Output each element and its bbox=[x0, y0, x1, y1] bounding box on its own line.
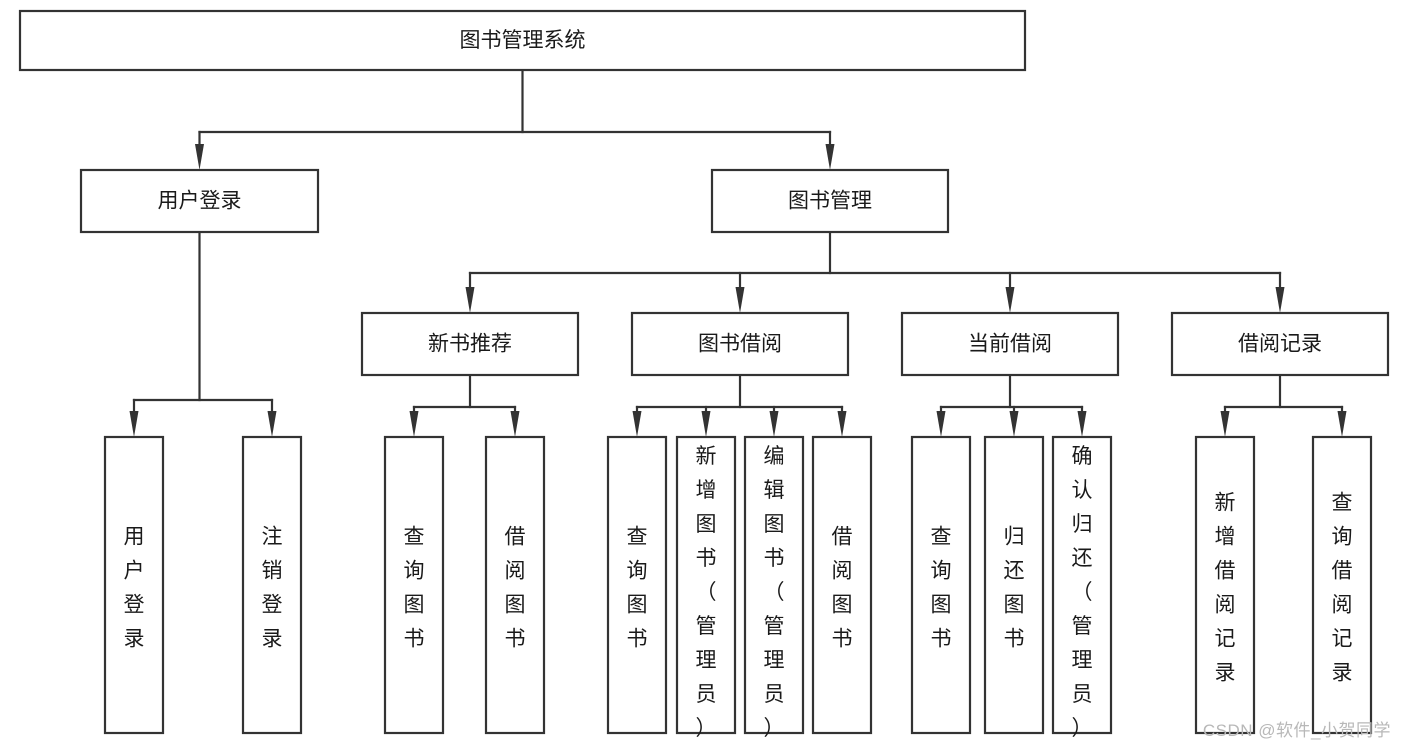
connector-arrowhead-query-borrow-record bbox=[1337, 411, 1347, 437]
node-box-query-book-2[interactable] bbox=[606, 435, 668, 735]
connector-arrowhead-user-login-leaf bbox=[129, 411, 139, 437]
node-label-user-logout-leaf: 注销登录 bbox=[262, 526, 283, 651]
node-label-user-login-leaf: 用户登录 bbox=[124, 526, 145, 651]
connector-arrowhead-query-book-3 bbox=[936, 411, 946, 437]
node-add-borrow-record[interactable]: 新增借阅记录 bbox=[1194, 435, 1256, 735]
node-label-borrow-book-2: 借阅图书 bbox=[832, 526, 853, 651]
node-box-new-book-recommend[interactable] bbox=[360, 311, 580, 377]
node-label-borrow-book-1: 借阅图书 bbox=[505, 526, 526, 651]
connector-arrowhead-new-book-recommend bbox=[465, 287, 475, 313]
node-box-user-logout-leaf[interactable] bbox=[241, 435, 303, 735]
node-label-root: 图书管理系统 bbox=[460, 29, 586, 52]
node-user-login[interactable]: 用户登录 bbox=[79, 168, 320, 234]
connector-arrowhead-borrow-record bbox=[1275, 287, 1285, 313]
node-book-borrow[interactable]: 图书借阅 bbox=[630, 311, 850, 377]
connector-arrowhead-confirm-return-admin bbox=[1077, 411, 1087, 437]
node-label-book-borrow: 图书借阅 bbox=[698, 333, 782, 356]
node-label-add-borrow-record: 新增借阅记录 bbox=[1215, 492, 1236, 685]
connector-arrowhead-add-book-admin bbox=[701, 411, 711, 437]
connector-arrowhead-query-book-1 bbox=[409, 411, 419, 437]
node-label-book-management: 图书管理 bbox=[788, 190, 872, 213]
node-book-management[interactable]: 图书管理 bbox=[710, 168, 950, 234]
node-user-logout-leaf[interactable]: 注销登录 bbox=[241, 435, 303, 735]
node-query-book-2[interactable]: 查询图书 bbox=[606, 435, 668, 735]
node-edit-book-admin[interactable]: 编辑图书（管理员） bbox=[743, 435, 805, 740]
connector-arrowhead-edit-book-admin bbox=[769, 411, 779, 437]
node-box-borrow-record[interactable] bbox=[1170, 311, 1390, 377]
node-label-current-borrow: 当前借阅 bbox=[968, 333, 1052, 356]
node-label-query-book-2: 查询图书 bbox=[627, 526, 648, 651]
node-label-return-book: 归还图书 bbox=[1004, 526, 1025, 651]
node-box-query-book-1[interactable] bbox=[383, 435, 445, 735]
node-query-book-3[interactable]: 查询图书 bbox=[910, 435, 972, 735]
connector-arrowhead-add-borrow-record bbox=[1220, 411, 1230, 437]
node-box-user-login-leaf[interactable] bbox=[103, 435, 165, 735]
node-new-book-recommend[interactable]: 新书推荐 bbox=[360, 311, 580, 377]
node-box-user-login[interactable] bbox=[79, 168, 320, 234]
node-box-root[interactable] bbox=[18, 9, 1027, 72]
node-box-edit-book-admin[interactable] bbox=[743, 435, 805, 735]
connector-arrowhead-book-management bbox=[825, 144, 835, 170]
node-label-confirm-return-admin: 确认归还（管理员） bbox=[1072, 445, 1093, 740]
node-query-borrow-record[interactable]: 查询借阅记录 bbox=[1311, 435, 1373, 735]
node-label-query-book-1: 查询图书 bbox=[404, 526, 425, 651]
node-borrow-book-2[interactable]: 借阅图书 bbox=[811, 435, 873, 735]
connector-arrowhead-query-book-2 bbox=[632, 411, 642, 437]
nodes-layer: 图书管理系统用户登录图书管理用户登录注销登录新书推荐图书借阅当前借阅借阅记录查询… bbox=[18, 9, 1390, 740]
node-add-book-admin[interactable]: 新增图书（管理员） bbox=[675, 435, 737, 740]
connector-arrowhead-user-logout-leaf bbox=[267, 411, 277, 437]
connector-arrowhead-user-login bbox=[195, 144, 204, 170]
connector-arrowhead-current-borrow bbox=[1005, 287, 1015, 313]
node-box-return-book[interactable] bbox=[983, 435, 1045, 735]
node-query-book-1[interactable]: 查询图书 bbox=[383, 435, 445, 735]
node-box-add-borrow-record[interactable] bbox=[1194, 435, 1256, 735]
node-box-book-management[interactable] bbox=[710, 168, 950, 234]
node-box-book-borrow[interactable] bbox=[630, 311, 850, 377]
node-box-borrow-book-1[interactable] bbox=[484, 435, 546, 735]
node-box-add-book-admin[interactable] bbox=[675, 435, 737, 735]
node-box-confirm-return-admin[interactable] bbox=[1051, 435, 1113, 735]
node-root[interactable]: 图书管理系统 bbox=[18, 9, 1027, 72]
node-user-login-leaf[interactable]: 用户登录 bbox=[103, 435, 165, 735]
node-confirm-return-admin[interactable]: 确认归还（管理员） bbox=[1051, 435, 1113, 740]
node-borrow-record[interactable]: 借阅记录 bbox=[1170, 311, 1390, 377]
node-label-user-login: 用户登录 bbox=[158, 190, 242, 213]
node-box-borrow-book-2[interactable] bbox=[811, 435, 873, 735]
node-label-edit-book-admin: 编辑图书（管理员） bbox=[764, 445, 785, 740]
connector-arrowhead-borrow-book-1 bbox=[510, 411, 520, 437]
node-label-add-book-admin: 新增图书（管理员） bbox=[696, 445, 717, 740]
node-label-query-borrow-record: 查询借阅记录 bbox=[1332, 492, 1353, 685]
node-box-query-book-3[interactable] bbox=[910, 435, 972, 735]
node-current-borrow[interactable]: 当前借阅 bbox=[900, 311, 1120, 377]
node-box-query-borrow-record[interactable] bbox=[1311, 435, 1373, 735]
node-label-borrow-record: 借阅记录 bbox=[1238, 333, 1322, 356]
node-box-current-borrow[interactable] bbox=[900, 311, 1120, 377]
node-label-new-book-recommend: 新书推荐 bbox=[428, 333, 512, 356]
connector-arrowhead-return-book bbox=[1009, 411, 1019, 437]
connector-arrowhead-borrow-book-2 bbox=[837, 411, 847, 437]
node-borrow-book-1[interactable]: 借阅图书 bbox=[484, 435, 546, 735]
connector-arrowhead-book-borrow bbox=[735, 287, 745, 313]
connectors-layer bbox=[129, 68, 1347, 437]
node-label-query-book-3: 查询图书 bbox=[931, 526, 952, 651]
node-return-book[interactable]: 归还图书 bbox=[983, 435, 1045, 735]
